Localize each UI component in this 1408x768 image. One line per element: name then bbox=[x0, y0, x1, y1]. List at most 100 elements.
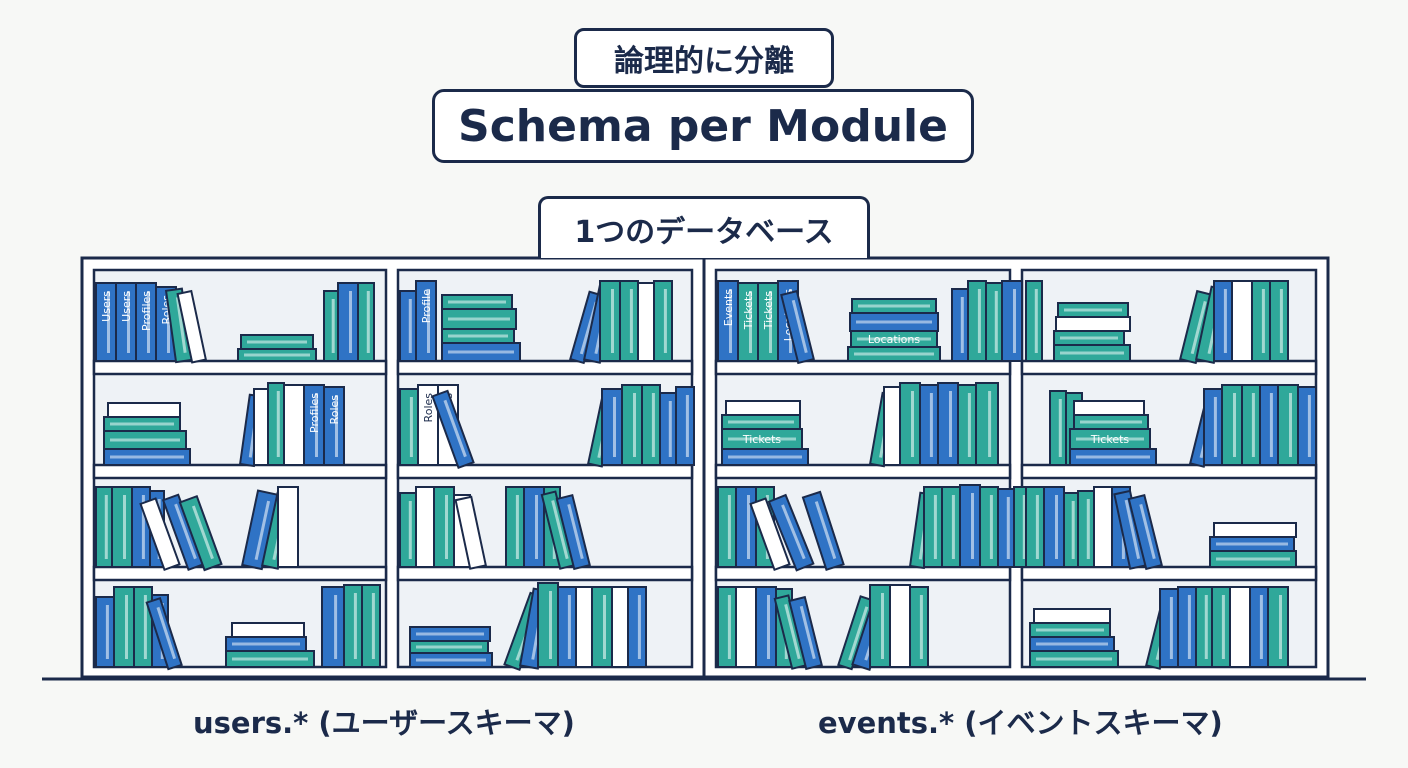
stacked-book-highlight bbox=[110, 438, 180, 442]
book-spine bbox=[985, 282, 1003, 362]
book-highlight bbox=[335, 395, 338, 457]
book bbox=[1179, 289, 1214, 365]
book bbox=[637, 282, 655, 362]
book-highlight bbox=[127, 291, 130, 353]
book: Roles bbox=[323, 386, 345, 466]
book-highlight bbox=[911, 391, 914, 457]
stacked-book-highlight bbox=[728, 437, 796, 441]
book-spine bbox=[869, 584, 891, 668]
book bbox=[323, 290, 339, 362]
book bbox=[653, 280, 673, 362]
book-highlight bbox=[799, 605, 816, 660]
book bbox=[178, 494, 223, 572]
book bbox=[788, 595, 823, 671]
book-spine bbox=[399, 290, 417, 362]
book-spine bbox=[1231, 280, 1253, 362]
book-highlight bbox=[747, 495, 750, 559]
book-highlight bbox=[933, 495, 937, 559]
book bbox=[1269, 280, 1289, 362]
book bbox=[621, 384, 643, 466]
book-highlight bbox=[174, 503, 197, 560]
book-highlight bbox=[929, 393, 933, 457]
book bbox=[575, 586, 593, 668]
book-spine bbox=[919, 384, 939, 466]
book-highlight bbox=[1279, 595, 1282, 659]
stacked-book-highlight bbox=[448, 317, 510, 321]
book-highlight bbox=[729, 289, 732, 353]
book-spine bbox=[1203, 388, 1223, 466]
book bbox=[111, 486, 133, 568]
book-highlight bbox=[167, 295, 170, 353]
book-highlight bbox=[147, 291, 150, 353]
book bbox=[641, 384, 661, 466]
shelf-board bbox=[714, 565, 1012, 582]
book-spine bbox=[95, 486, 113, 568]
book-label: Tickets bbox=[742, 291, 755, 331]
book-spine bbox=[1249, 586, 1269, 668]
book: Tickets bbox=[757, 282, 779, 362]
book-highlight bbox=[334, 595, 338, 659]
stacked-book-highlight bbox=[854, 352, 934, 356]
book-highlight bbox=[881, 593, 884, 659]
stacked-book-highlight bbox=[1216, 557, 1290, 561]
shelf-board bbox=[1020, 565, 1318, 582]
stacked-book bbox=[1033, 608, 1111, 624]
shelf-board bbox=[1020, 463, 1318, 480]
book-highlight bbox=[994, 291, 998, 353]
stacked-book-highlight bbox=[1036, 642, 1108, 646]
book-spine bbox=[1259, 384, 1279, 466]
book-spine bbox=[959, 484, 981, 568]
book-highlight bbox=[1055, 495, 1058, 559]
book bbox=[883, 386, 901, 466]
book-highlight bbox=[408, 299, 412, 353]
book bbox=[627, 586, 647, 668]
stacked-book-label: Locations bbox=[868, 333, 921, 346]
book: Users bbox=[115, 282, 137, 362]
book bbox=[755, 586, 777, 668]
book-highlight bbox=[1022, 495, 1026, 559]
shelf-board bbox=[1020, 359, 1318, 376]
book-highlight bbox=[613, 397, 616, 457]
database-label: 1つのデータベース bbox=[538, 196, 870, 258]
book-spine bbox=[95, 596, 115, 668]
page-title: Schema per Module bbox=[432, 89, 974, 163]
book-spine bbox=[399, 388, 419, 466]
book-spine bbox=[1043, 486, 1065, 568]
book bbox=[767, 493, 815, 572]
book-highlight bbox=[1233, 393, 1236, 457]
book bbox=[941, 486, 961, 568]
book-spine bbox=[951, 288, 969, 362]
book-spine bbox=[1213, 280, 1233, 362]
book-spine bbox=[1025, 280, 1043, 362]
book-highlight bbox=[549, 591, 552, 659]
book bbox=[399, 290, 417, 362]
book bbox=[1001, 280, 1023, 362]
stacked-book-highlight bbox=[1080, 420, 1142, 424]
book bbox=[1213, 280, 1233, 362]
book-spine bbox=[979, 486, 999, 568]
book-spine bbox=[1277, 384, 1299, 466]
book-spine bbox=[523, 486, 545, 568]
book bbox=[1259, 384, 1279, 466]
stacked-book-highlight bbox=[856, 320, 932, 324]
book-highlight bbox=[1221, 595, 1225, 659]
book bbox=[357, 282, 375, 362]
book bbox=[1267, 586, 1289, 668]
book-highlight bbox=[727, 595, 731, 659]
book bbox=[415, 486, 435, 568]
users-schema-label: users.* (ユーザースキーマ) bbox=[193, 706, 575, 740]
book-spine bbox=[619, 280, 639, 362]
stacked-book-label: Tickets bbox=[1090, 433, 1130, 446]
book bbox=[601, 388, 623, 466]
book-highlight bbox=[1071, 501, 1075, 559]
book-highlight bbox=[175, 297, 187, 353]
book bbox=[267, 382, 285, 466]
book-spine bbox=[641, 384, 661, 466]
book bbox=[343, 584, 363, 668]
book-highlight bbox=[366, 291, 370, 353]
book-spine bbox=[659, 392, 677, 466]
book-highlight bbox=[409, 397, 413, 457]
book-spine bbox=[675, 386, 695, 466]
book bbox=[1159, 588, 1179, 668]
stacked-book-highlight bbox=[1036, 657, 1112, 661]
